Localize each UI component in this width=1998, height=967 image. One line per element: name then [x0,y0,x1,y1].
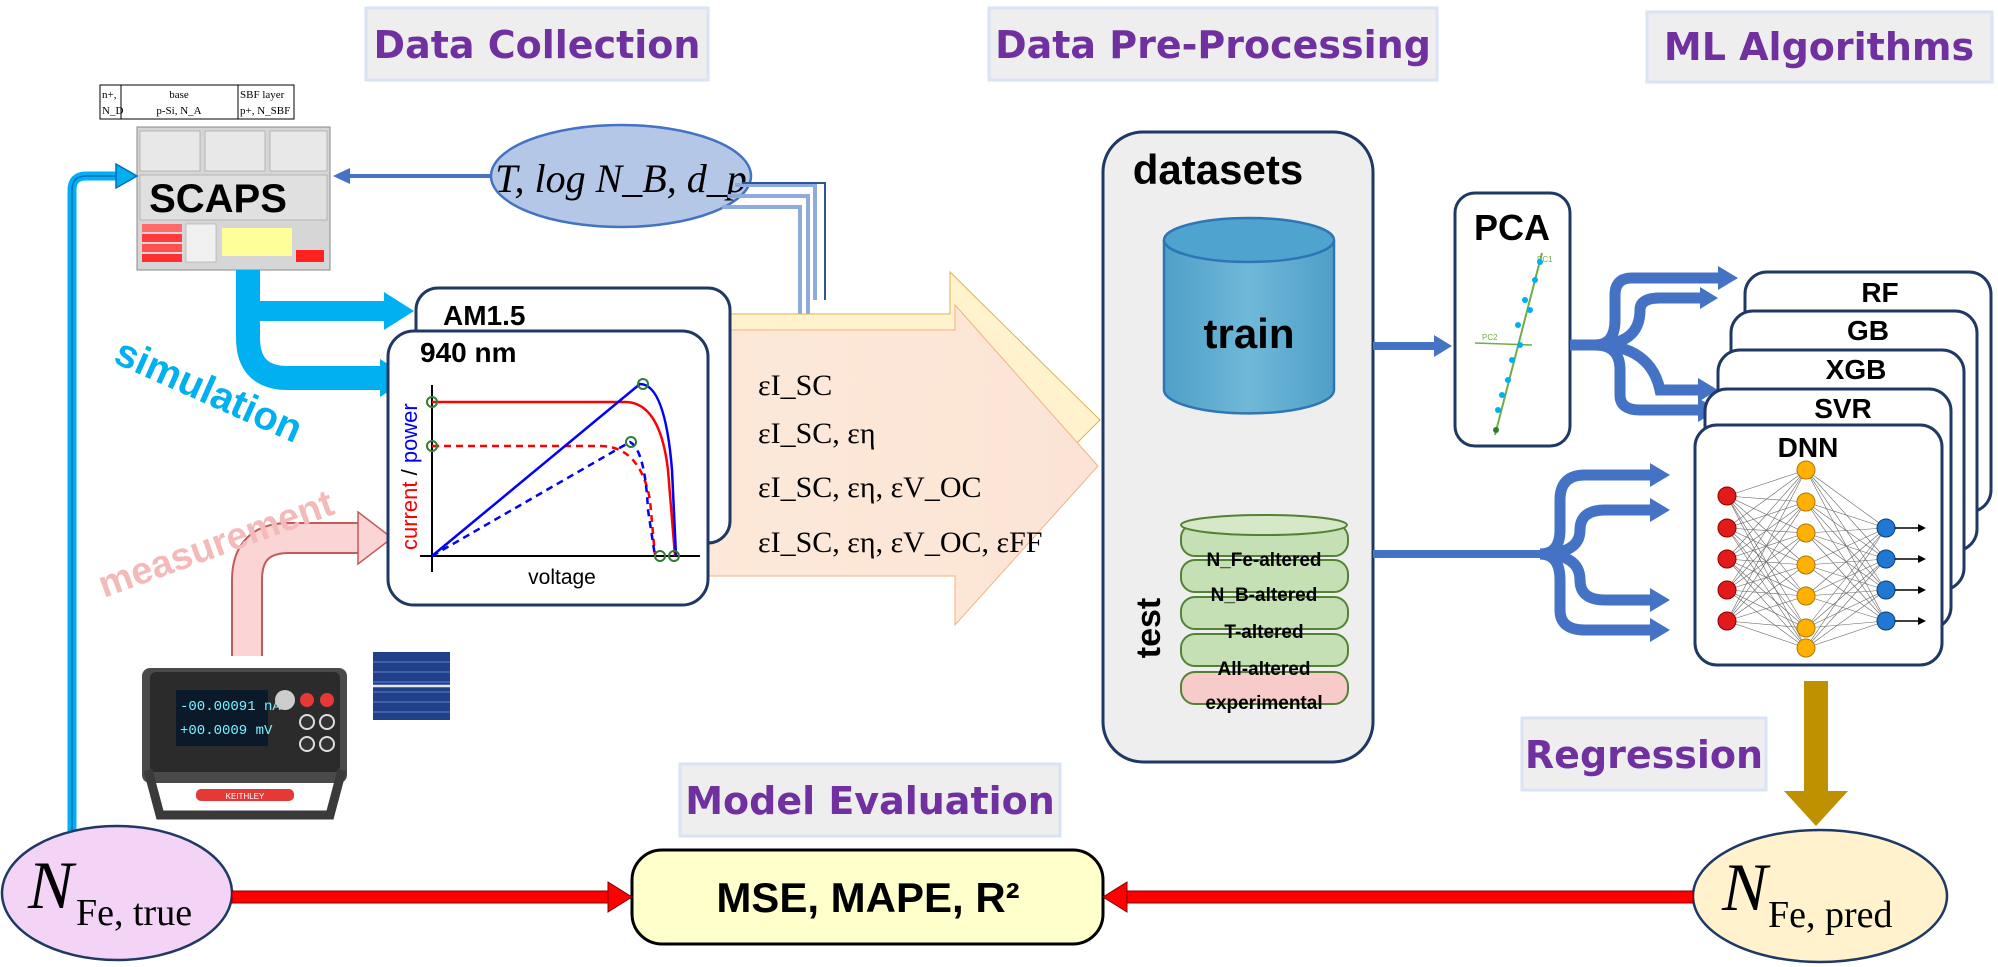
test-stack: test N_Fe-altered N_B-altered T-altered … [1130,514,1349,714]
true-to-metrics-arrow [231,881,633,913]
header-data-preprocessing: Data Pre-Processing [987,6,1439,82]
svg-text:PC2: PC2 [1482,333,1498,342]
simulation-label: simulation [108,330,309,452]
svg-text:MSE, MAPE, R²: MSE, MAPE, R² [716,874,1019,921]
regression-arrow [1784,681,1848,826]
test-fan-heads [1650,463,1670,642]
feature-arrow [679,270,1101,627]
svg-text:KEITHLEY: KEITHLEY [226,792,265,801]
dnn-network [1717,460,1926,658]
svg-text:test: test [1130,598,1168,658]
params-to-scaps-arrow [333,168,491,184]
params-ellipse: T, log N_B, d_p [489,123,753,229]
header-regression: Regression [1520,716,1768,792]
feature-set-2: εI_SC, εη [758,417,876,450]
device-structure-table: n+, N_D base p-Si, N_A SBF layer p+, N_S… [99,84,295,120]
test-fan-arrows [1539,469,1650,636]
test-set-t: T-altered [1224,622,1303,643]
header-model-evaluation: Model Evaluation [678,762,1062,838]
scaps-window: SCAPS [136,126,331,271]
feature-set-4: εI_SC, εη, εV_OC, εFF [758,526,1042,559]
test-set-nb: N_B-altered [1211,585,1318,606]
svg-text:Data Pre-Processing: Data Pre-Processing [995,23,1431,67]
pred-to-metrics-arrow [1102,881,1694,913]
metrics-box: MSE, MAPE, R² [630,848,1105,946]
feedback-arrow [67,162,139,840]
svg-text:N: N [1721,849,1771,925]
nfe-pred-ellipse: N Fe, pred [1691,828,1949,964]
svg-text:Data Collection: Data Collection [374,23,701,67]
svg-text:Model Evaluation: Model Evaluation [685,779,1055,823]
source-meter-image: -00.00091 nA +00.0009 mV KEITHLEY [142,668,347,820]
pca-fan-arrows [1570,272,1720,416]
svg-text:p-Si, N_A: p-Si, N_A [156,105,201,117]
svg-text:+00.0009 mV: +00.0009 mV [180,723,273,739]
svg-text:Fe, true: Fe, true [76,892,192,934]
svg-text:voltage: voltage [528,566,596,589]
svg-text:AM1.5: AM1.5 [443,300,525,331]
svg-text:-00.00091 nA: -00.00091 nA [180,699,281,715]
svg-text:XGB: XGB [1826,354,1887,385]
model-card-dnn: DNN [1693,423,1944,667]
svg-text:datasets: datasets [1133,146,1303,193]
svg-text:Regression: Regression [1525,733,1763,777]
svg-text:train: train [1203,310,1294,357]
svg-text:PCA: PCA [1474,207,1550,248]
svg-text:n+,: n+, [102,89,117,101]
svg-text:Fe, pred: Fe, pred [1768,894,1893,936]
test-set-nfe: N_Fe-altered [1206,550,1321,571]
header-ml-algorithms: ML Algorithms [1645,10,1994,84]
svg-text:PC1: PC1 [1537,255,1553,264]
svg-text:base: base [169,89,189,101]
feature-set-1: εI_SC [758,369,832,402]
svg-text:ML Algorithms: ML Algorithms [1664,25,1974,69]
svg-text:GB: GB [1847,315,1889,346]
iv-panel-940nm: 940 nm current / power voltage [386,329,710,607]
test-set-experimental: experimental [1205,693,1322,714]
svg-text:T, log N_B, d_p: T, log N_B, d_p [495,156,747,201]
feature-set-3: εI_SC, εη, εV_OC [758,471,982,504]
header-data-collection: Data Collection [364,6,710,82]
nfe-true-ellipse: N Fe, true [0,824,234,962]
measurement-arrow [231,510,394,656]
svg-text:N_D: N_D [102,105,123,117]
svg-text:RF: RF [1861,277,1898,308]
svg-text:SVR: SVR [1814,393,1872,424]
train-to-pca-arrow [1373,335,1452,357]
svg-text:p+, N_SBF: p+, N_SBF [240,105,290,117]
scaps-label: SCAPS [149,177,287,221]
svg-text:SBF layer: SBF layer [240,89,285,101]
train-cylinder: train [1162,216,1336,415]
svg-text:current / power: current / power [397,403,422,550]
svg-text:N: N [27,847,77,923]
pca-panel: PCA PC1 PC2 [1453,191,1572,448]
pca-fan-heads [1698,266,1738,422]
svg-text:DNN: DNN [1778,432,1839,463]
feature-list: εI_SC εI_SC, εη εI_SC, εη, εV_OC εI_SC, … [758,369,1042,559]
solar-cell-image [373,652,450,720]
test-set-all: All-altered [1218,659,1311,680]
svg-text:940 nm: 940 nm [420,337,517,368]
